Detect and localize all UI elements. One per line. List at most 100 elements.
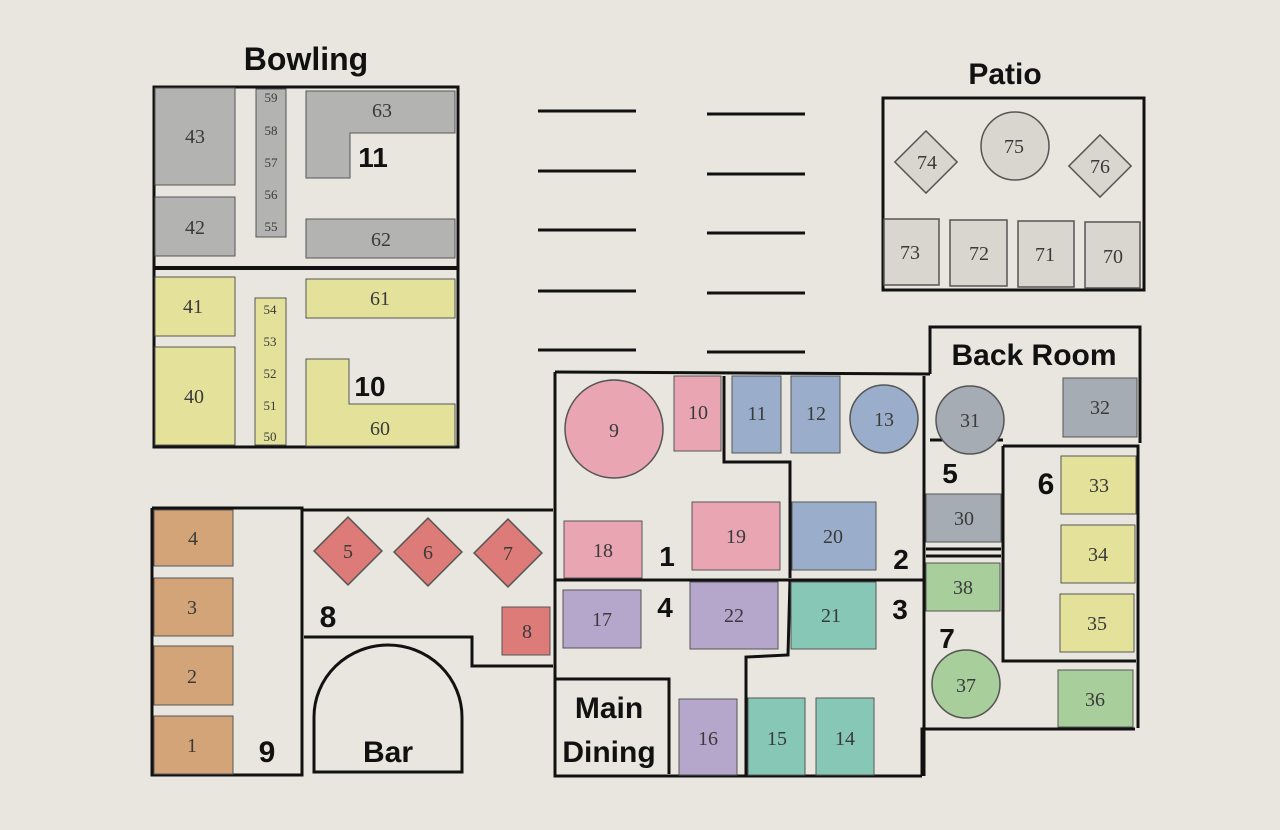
- table-9[interactable]: 9: [564, 379, 664, 479]
- table-19[interactable]: 19: [691, 501, 781, 571]
- table-4[interactable]: 4: [153, 509, 234, 567]
- table-3[interactable]: 3: [153, 577, 234, 637]
- table-40[interactable]: 40: [154, 346, 236, 446]
- table-74-label: 74: [917, 152, 937, 174]
- section-2: 11 12 13 20 2: [731, 375, 919, 575]
- table-30-label: 30: [954, 508, 974, 530]
- table-21[interactable]: 21: [790, 581, 877, 650]
- section-9: 4 3 2 1 9: [153, 509, 275, 775]
- table-14[interactable]: 14: [815, 697, 875, 776]
- table-63[interactable]: 63: [305, 90, 456, 179]
- section-2-label: 2: [893, 544, 909, 575]
- table-36[interactable]: 36: [1057, 669, 1134, 728]
- table-42[interactable]: 42: [154, 196, 236, 257]
- table-74[interactable]: 74: [893, 129, 959, 195]
- table-72-label: 72: [969, 243, 989, 265]
- table-31[interactable]: 31: [935, 385, 1005, 455]
- table-2[interactable]: 2: [153, 645, 234, 706]
- table-41-label: 41: [183, 296, 203, 318]
- section-11-label: 11: [358, 142, 388, 173]
- section-8: 5 6 7 8 8: [312, 515, 551, 656]
- table-62[interactable]: 62: [305, 218, 456, 259]
- table-60-label: 60: [370, 418, 390, 440]
- table-73[interactable]: 73: [883, 218, 940, 286]
- table-34-label: 34: [1088, 544, 1108, 566]
- table-19-label: 19: [726, 526, 746, 548]
- section-4: 17 22 16 4: [562, 581, 779, 776]
- table-34[interactable]: 34: [1060, 524, 1136, 584]
- table-32-label: 32: [1090, 397, 1110, 419]
- table-41[interactable]: 41: [154, 276, 236, 337]
- table-72[interactable]: 72: [949, 219, 1008, 287]
- table-12-label: 12: [806, 403, 826, 425]
- table-17[interactable]: 17: [562, 589, 642, 649]
- table-12[interactable]: 12: [790, 375, 841, 454]
- table-35[interactable]: 35: [1059, 593, 1135, 653]
- table-15[interactable]: 15: [747, 697, 806, 776]
- seat-56[interactable]: 56: [265, 187, 279, 202]
- seat-58[interactable]: 58: [265, 123, 278, 138]
- back-room: 31 32 30 5 6 33 34 35 38: [925, 377, 1138, 728]
- table-6[interactable]: 6: [392, 516, 464, 588]
- table-14-label: 14: [835, 728, 855, 750]
- table-70-label: 70: [1103, 246, 1123, 268]
- table-7[interactable]: 7: [472, 517, 544, 589]
- table-20[interactable]: 20: [791, 501, 877, 571]
- bowling-bar-seats-upper: [255, 88, 287, 238]
- seat-52[interactable]: 52: [264, 366, 277, 381]
- table-15-label: 15: [767, 728, 787, 750]
- table-38[interactable]: 38: [925, 562, 1001, 612]
- table-11[interactable]: 11: [731, 375, 782, 454]
- seat-50[interactable]: 50: [264, 429, 277, 444]
- seat-53[interactable]: 53: [264, 334, 277, 349]
- table-10[interactable]: 10: [673, 375, 722, 452]
- table-62-label: 62: [371, 229, 391, 251]
- table-8[interactable]: 8: [501, 606, 551, 656]
- table-73-label: 73: [900, 242, 920, 264]
- table-13[interactable]: 13: [849, 384, 919, 454]
- table-21-label: 21: [821, 605, 841, 627]
- table-5-label: 5: [343, 541, 353, 563]
- table-16[interactable]: 16: [678, 698, 738, 776]
- section-3: 21 15 14 3: [747, 581, 908, 776]
- table-30[interactable]: 30: [925, 493, 1002, 543]
- table-61[interactable]: 61: [305, 278, 456, 319]
- table-60[interactable]: 60: [305, 358, 456, 447]
- table-61-label: 61: [370, 288, 390, 310]
- table-43[interactable]: 43: [154, 87, 236, 186]
- table-2-label: 2: [187, 666, 197, 688]
- table-20-label: 20: [823, 526, 843, 548]
- table-33-label: 33: [1089, 475, 1109, 497]
- table-13-label: 13: [874, 409, 894, 431]
- section-1-label: 1: [659, 541, 675, 572]
- table-71[interactable]: 71: [1017, 220, 1075, 288]
- table-37[interactable]: 37: [931, 649, 1001, 719]
- table-75-label: 75: [1004, 136, 1024, 158]
- seat-55[interactable]: 55: [265, 219, 278, 234]
- seat-57[interactable]: 57: [265, 155, 279, 170]
- table-18[interactable]: 18: [563, 520, 643, 579]
- table-70[interactable]: 70: [1084, 221, 1141, 289]
- patio-wall: [881, 96, 1146, 292]
- table-37-label: 37: [956, 675, 976, 697]
- bowling-area: 43 42 59 58 57 56 55 63 11 62 41 40: [152, 85, 460, 449]
- table-6-label: 6: [423, 542, 433, 564]
- section-7-label: 7: [939, 623, 955, 654]
- table-32[interactable]: 32: [1062, 377, 1138, 438]
- seat-54[interactable]: 54: [264, 302, 278, 317]
- table-5[interactable]: 5: [312, 515, 384, 587]
- table-10-label: 10: [688, 402, 708, 424]
- table-43-label: 43: [185, 126, 205, 148]
- table-36-label: 36: [1085, 689, 1105, 711]
- table-76[interactable]: 76: [1067, 133, 1133, 199]
- section-6-label: 6: [1038, 468, 1055, 501]
- table-76-label: 76: [1090, 156, 1110, 178]
- table-75[interactable]: 75: [980, 111, 1050, 181]
- table-9-label: 9: [609, 420, 619, 442]
- table-1[interactable]: 1: [153, 715, 234, 775]
- table-22-label: 22: [724, 605, 744, 627]
- seat-51[interactable]: 51: [264, 398, 277, 413]
- table-22[interactable]: 22: [689, 581, 779, 650]
- seat-59[interactable]: 59: [265, 90, 278, 105]
- table-33[interactable]: 33: [1060, 455, 1137, 515]
